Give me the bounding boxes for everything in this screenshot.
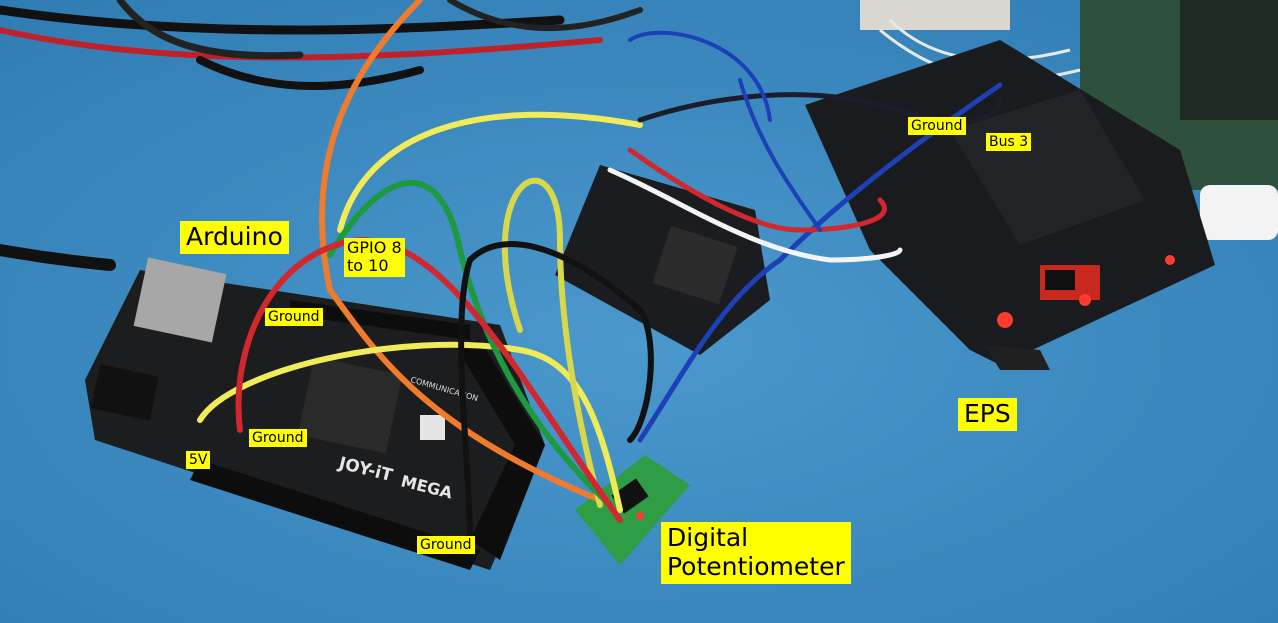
background-cables <box>0 0 643 271</box>
label-digital-potentiometer: Digital Potentiometer <box>661 522 851 584</box>
eps-board <box>805 40 1215 370</box>
label-ground-top: Ground <box>265 308 323 327</box>
label-ground-left: Ground <box>249 429 307 448</box>
label-gpio: GPIO 8 to 10 <box>344 238 405 277</box>
label-ground-eps: Ground <box>908 117 966 136</box>
middle-board <box>555 165 770 355</box>
label-ground-bottom: Ground <box>417 536 475 555</box>
label-eps: EPS <box>958 398 1017 431</box>
jumper-wires <box>197 0 1003 543</box>
label-bus3: Bus 3 <box>986 133 1032 152</box>
label-5v: 5V <box>186 451 211 470</box>
label-arduino: Arduino <box>180 221 289 254</box>
